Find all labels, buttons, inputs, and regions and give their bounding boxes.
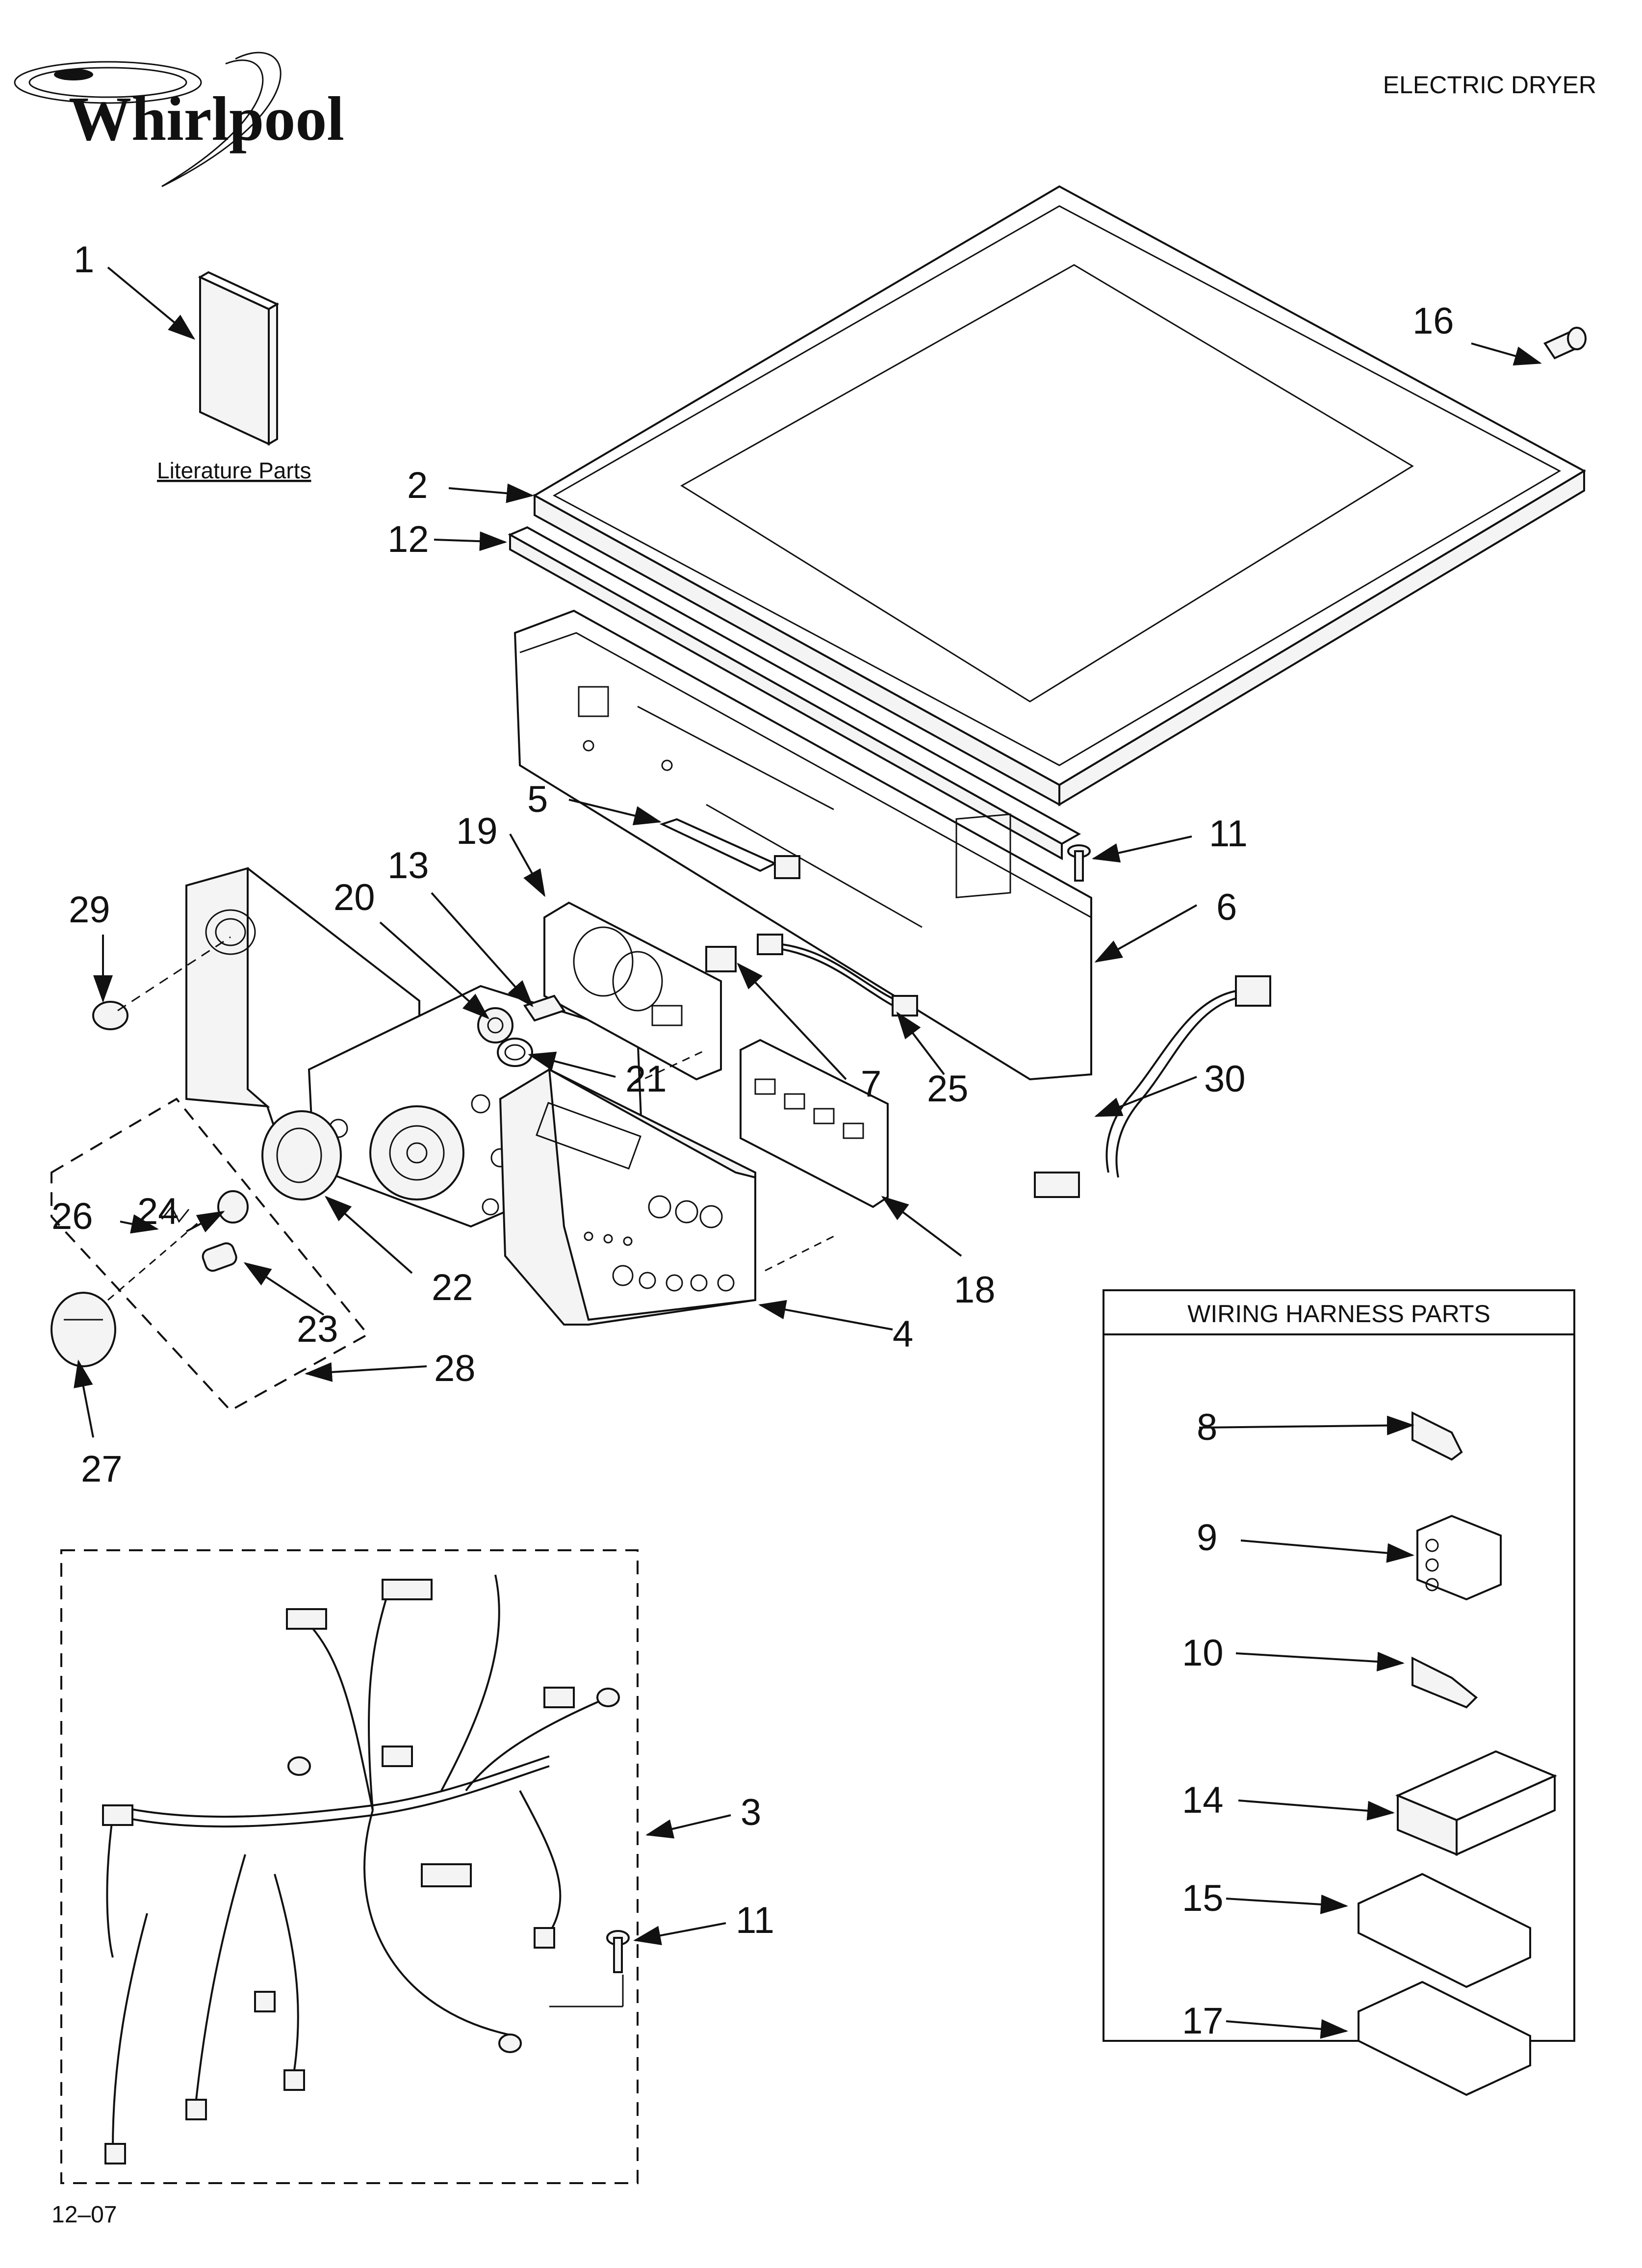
wire-tie <box>659 818 800 879</box>
callout-25: 25 <box>927 1068 969 1110</box>
wiring-harness-parts-title: WIRING HARNESS PARTS <box>1187 1300 1490 1328</box>
product-type-label: ELECTRIC DRYER <box>1383 71 1596 99</box>
connector-housing-part-9 <box>1416 1514 1502 1601</box>
callout-17: 17 <box>1182 2000 1224 2042</box>
harness-clip <box>705 946 737 972</box>
callout-30: 30 <box>1204 1058 1246 1100</box>
callout-2: 2 <box>407 465 428 506</box>
control-board-housing <box>543 901 722 1081</box>
callout-3: 3 <box>741 1792 761 1833</box>
callout-15: 15 <box>1182 1877 1224 1919</box>
callout-26: 26 <box>51 1196 93 1237</box>
callout-6: 6 <box>1216 886 1237 928</box>
terminal-part-10 <box>1411 1656 1478 1709</box>
callout-13: 13 <box>387 845 429 886</box>
connector-part-15 <box>1358 1873 1531 1988</box>
callout-9: 9 <box>1197 1517 1217 1559</box>
callout-20: 20 <box>334 877 375 918</box>
callout-8: 8 <box>1197 1407 1217 1448</box>
knob-kit-boundary <box>51 1097 370 1412</box>
screw-lower <box>606 1930 630 1973</box>
literature-parts-label: Literature Parts <box>157 458 311 483</box>
main-wiring-harness <box>102 1574 620 2164</box>
bearing-part-21 <box>497 1038 533 1067</box>
cam-part-13 <box>523 994 566 1022</box>
callout-leaders <box>74 266 1542 2039</box>
whirlpool-logo: Whirlpool <box>14 52 344 187</box>
console-front-panel <box>499 1068 756 1326</box>
connector-part-17 <box>1358 1981 1531 2096</box>
console-back-bracket <box>513 609 1092 1081</box>
callout-numbers: 1 2 12 16 5 11 6 19 13 20 29 21 7 25 30 … <box>51 239 1454 2042</box>
callout-7: 7 <box>861 1063 881 1105</box>
harness-assembly-30 <box>1034 975 1271 1198</box>
logo-text: Whirlpool <box>69 84 344 154</box>
callout-23: 23 <box>297 1308 338 1350</box>
top-seal-strip <box>508 526 1081 860</box>
callout-22: 22 <box>432 1267 473 1308</box>
callout-4: 4 <box>893 1313 913 1355</box>
callout-19: 19 <box>456 810 498 852</box>
top-panel <box>532 185 1587 807</box>
knob-cap-29 <box>92 1001 128 1030</box>
callout-11-lower: 11 <box>736 1900 774 1941</box>
callout-5: 5 <box>527 779 548 820</box>
screw-upper <box>1067 844 1091 882</box>
connector-block-part-14 <box>1395 1750 1558 1856</box>
callout-28: 28 <box>434 1348 476 1389</box>
main-harness-boundary <box>60 1549 639 2184</box>
callout-14: 14 <box>1182 1779 1224 1821</box>
callout-29: 29 <box>69 889 110 931</box>
date-code: 12–07 <box>51 2202 117 2228</box>
wiring-harness-parts-box <box>1103 1289 1575 2042</box>
callout-24: 24 <box>137 1191 179 1232</box>
callout-1: 1 <box>74 239 94 281</box>
callout-10: 10 <box>1182 1632 1224 1674</box>
literature-parts-booklet <box>198 271 280 446</box>
callout-27: 27 <box>81 1448 123 1490</box>
callout-12: 12 <box>387 519 429 560</box>
callout-16: 16 <box>1412 300 1454 342</box>
screw-top-panel <box>1543 327 1587 360</box>
callout-18: 18 <box>954 1269 996 1311</box>
terminal-part-8 <box>1411 1411 1463 1461</box>
callout-21: 21 <box>625 1058 667 1100</box>
callout-11-upper: 11 <box>1209 813 1248 855</box>
